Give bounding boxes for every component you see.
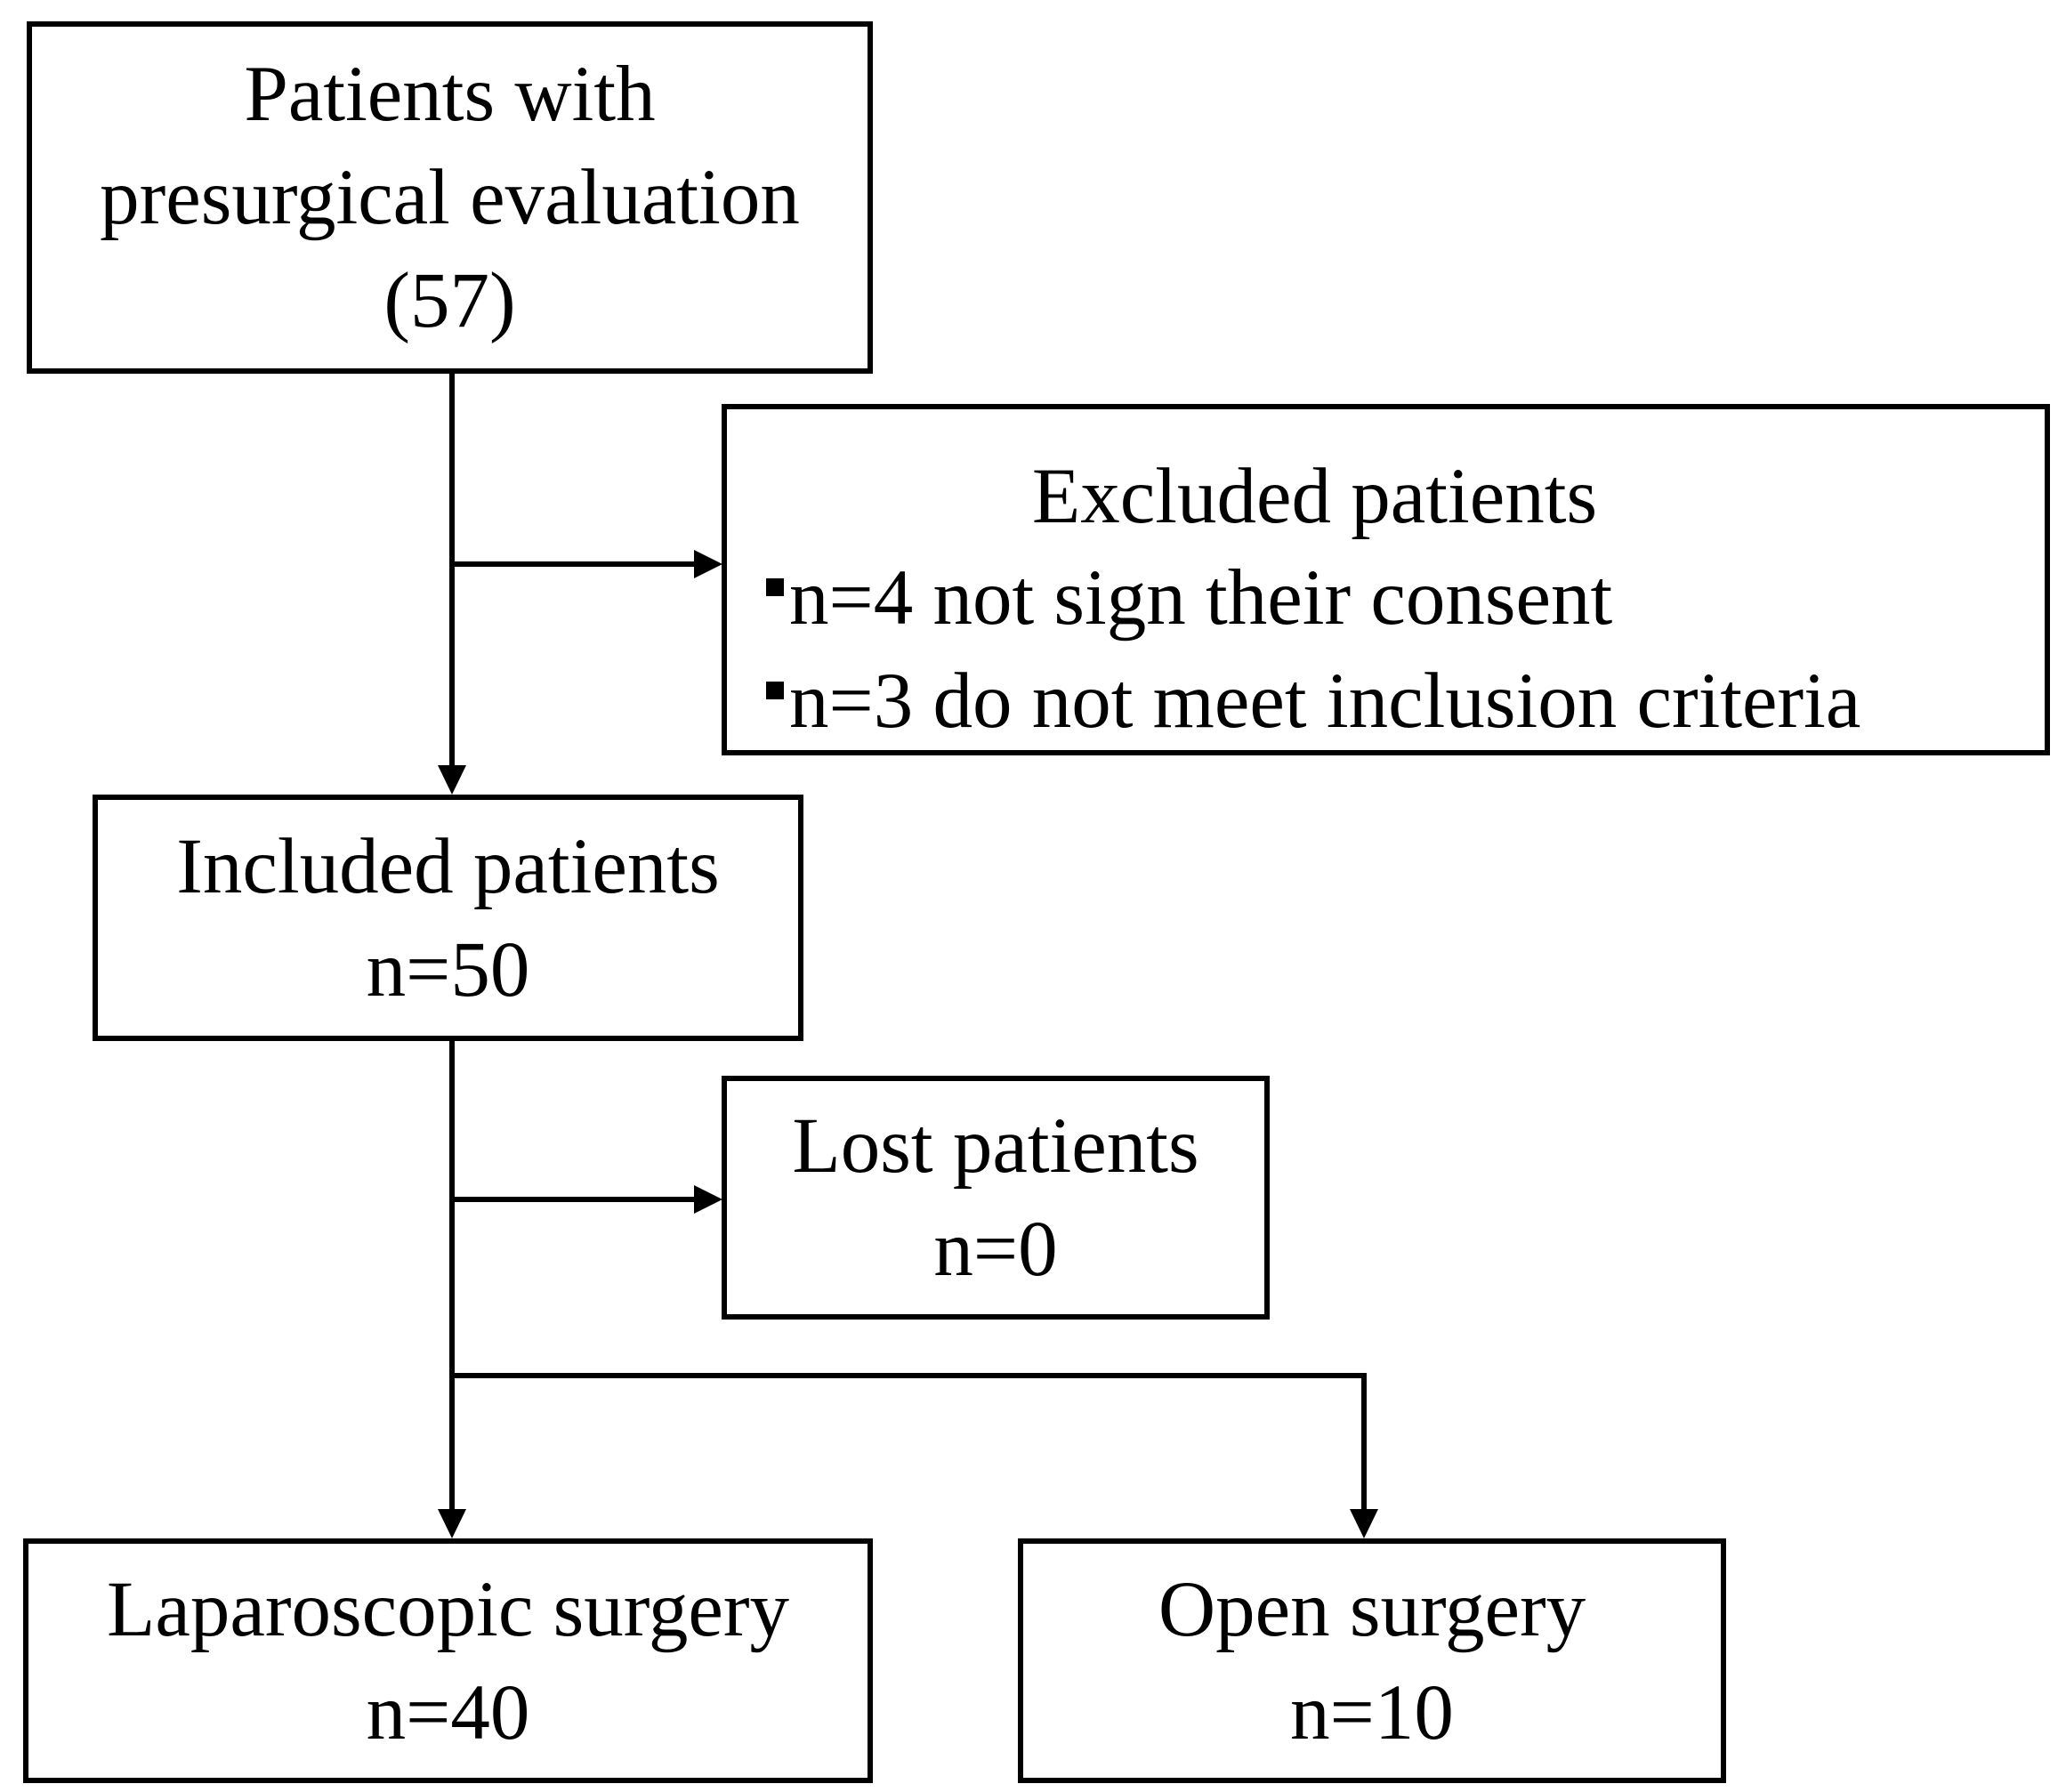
- laparoscopic-box: Laparoscopic surgery n=40: [23, 1538, 873, 1783]
- laparoscopic-line-2: n=40: [366, 1668, 530, 1756]
- lost-line-1: Lost patients: [792, 1102, 1199, 1190]
- open-line-2: n=10: [1290, 1668, 1454, 1756]
- bullet-icon: [766, 578, 784, 596]
- included-box: Included patients n=50: [93, 795, 803, 1041]
- arrowhead-laparoscopic: [438, 1509, 466, 1538]
- excluded-box: Excluded patients n=4 not sign their con…: [722, 404, 2050, 755]
- lost-line-2: n=0: [933, 1206, 1058, 1293]
- arrowhead-lost: [694, 1185, 722, 1214]
- excluded-item-text: n=4 not sign their consent: [789, 554, 1613, 642]
- included-line-2: n=50: [366, 925, 530, 1013]
- excluded-list: n=4 not sign their consent n=3 do not me…: [766, 546, 1860, 753]
- arrowhead-open: [1350, 1509, 1378, 1538]
- start-line-3: (57): [383, 257, 516, 344]
- excluded-item: n=3 do not meet inclusion criteria: [766, 650, 1860, 753]
- excluded-item-text: n=3 do not meet inclusion criteria: [789, 658, 1861, 745]
- open-box: Open surgery n=10: [1018, 1538, 1726, 1783]
- lost-box: Lost patients n=0: [722, 1076, 1270, 1320]
- arrowhead-excluded: [694, 550, 722, 578]
- excluded-item: n=4 not sign their consent: [766, 546, 1860, 650]
- bullet-icon: [766, 682, 784, 699]
- included-line-1: Included patients: [176, 822, 720, 910]
- arrowhead-included: [438, 765, 466, 795]
- excluded-title: Excluded patients: [1031, 453, 1598, 540]
- start-box: Patients with presurgical evaluation (57…: [27, 21, 873, 374]
- start-line-2: presurgical evaluation: [100, 154, 800, 241]
- laparoscopic-line-1: Laparoscopic surgery: [107, 1565, 789, 1653]
- open-line-1: Open surgery: [1158, 1565, 1586, 1653]
- start-line-1: Patients with: [244, 51, 656, 138]
